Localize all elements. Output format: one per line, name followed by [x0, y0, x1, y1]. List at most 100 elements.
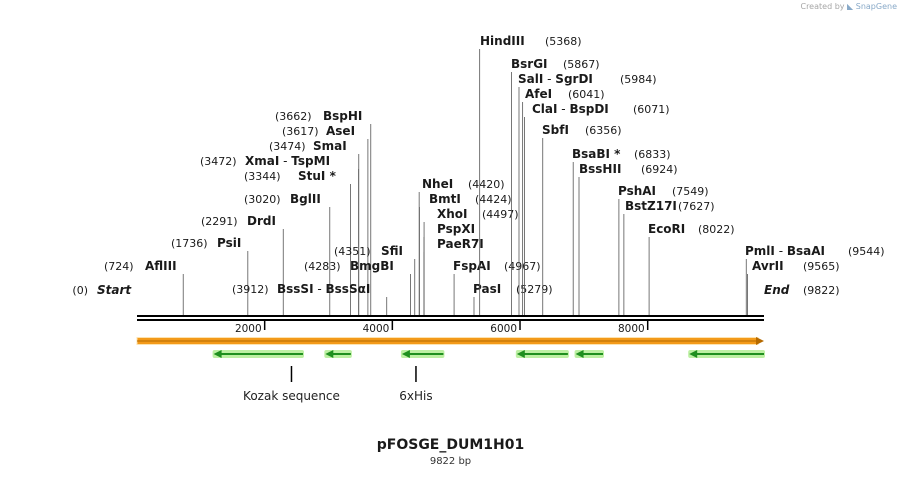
site-pmli: PmlI - BsaAI(9544) — [745, 244, 885, 315]
enzyme-name: BsaAI — [787, 244, 825, 258]
enzyme-name: HindIII — [480, 34, 525, 48]
site-label: EcoRI — [648, 222, 685, 236]
site-separator: - — [279, 154, 291, 168]
scale-tick-label: 8000 — [618, 323, 645, 335]
site-label: PspXI — [437, 222, 475, 236]
site-asei: AseI(3617) — [282, 124, 369, 315]
site-label: PaeR7I — [437, 237, 484, 251]
site-label: BssSI - BssSαI — [277, 282, 370, 296]
site-sfii: SfiI(4351) — [334, 244, 416, 315]
site-position: (6071) — [633, 103, 670, 116]
site-position: (3474) — [269, 140, 306, 153]
site-bsshii: BssHII(6924) — [578, 162, 678, 315]
site-label: BsrGI — [511, 57, 548, 71]
enzyme-name: BmtI — [429, 192, 461, 206]
feature-arrow-head — [575, 350, 584, 358]
site-label: BmgBI — [350, 259, 394, 273]
end-position: (9822) — [803, 284, 840, 297]
site-ecori: EcoRI (8022) — [648, 222, 735, 315]
scale-tick-label: 6000 — [490, 323, 517, 335]
site-sali: SalI - SgrDI (5984) — [518, 72, 657, 315]
feature-arrow-head — [213, 350, 222, 358]
site-position: (5867) — [563, 58, 600, 71]
enzyme-name: SbfI — [542, 123, 569, 137]
feature-arrow-head — [516, 350, 525, 358]
site-bsphi: BspHI (3662) — [275, 109, 372, 315]
site-separator: - — [775, 244, 787, 258]
site-position: (3662) — [275, 110, 312, 123]
start-position: (0) — [72, 284, 88, 297]
site-label: BspHI — [323, 109, 362, 123]
site-afliii: AflIII(724) — [104, 259, 184, 315]
enzyme-name: StuI * — [298, 169, 337, 183]
site-position: (4283) — [304, 260, 341, 273]
site-position: (9565) — [803, 260, 840, 273]
enzyme-name: BssSI — [277, 282, 314, 296]
site-clai: ClaI - BspDI(6071) — [524, 102, 670, 315]
orf-arrowhead — [756, 337, 764, 345]
enzyme-name: SfiI — [381, 244, 403, 258]
site-position: (7549) — [672, 185, 709, 198]
site-label: StuI * — [298, 169, 337, 183]
enzyme-name: BsrGI — [511, 57, 548, 71]
site-position: (4424) — [475, 193, 512, 206]
site-position: (4420) — [468, 178, 505, 191]
site-label: AfeI — [525, 87, 552, 101]
enzyme-name: BssHII — [579, 162, 621, 176]
site-position: (8022) — [698, 223, 735, 236]
enzyme-name: PaeR7I — [437, 237, 484, 251]
enzyme-name: PshAI — [618, 184, 656, 198]
map-length: 9822 bp — [429, 456, 472, 467]
site-label: AseI — [326, 124, 355, 138]
site-label: SfiI — [381, 244, 403, 258]
site-label: XhoI — [437, 207, 468, 221]
enzyme-name: BmgBI — [350, 259, 394, 273]
enzyme-name: ClaI — [532, 102, 557, 116]
site-label: PshAI — [618, 184, 656, 198]
feature-arrow-head — [689, 350, 698, 358]
enzyme-name: AvrII — [752, 259, 784, 273]
enzyme-name: SmaI — [313, 139, 347, 153]
site-label: BssHII — [579, 162, 621, 176]
enzyme-name: BsaBI * — [572, 147, 621, 161]
site-position: (3472) — [200, 155, 237, 168]
site-label: NheI — [422, 177, 453, 191]
enzyme-name: PmlI — [745, 244, 775, 258]
enzyme-name: TspMI — [291, 154, 330, 168]
enzyme-name: BglII — [290, 192, 321, 206]
site-label: FspAI — [453, 259, 491, 273]
enzyme-name: BstZ17I — [625, 199, 677, 213]
site-position: (6356) — [585, 124, 622, 137]
site-bsrgi: BsrGI (5867) — [511, 57, 600, 315]
credit-prefix: Created by — [800, 2, 845, 11]
site-paer7i: PaeR7I — [423, 237, 484, 315]
site-position: (5368) — [545, 35, 582, 48]
site-label: BsaBI * — [572, 147, 621, 161]
scale-tick-label: 2000 — [235, 323, 262, 335]
site-position: (5984) — [620, 73, 657, 86]
site-stui: StuI *(3344) — [244, 169, 351, 315]
end-label: End — [764, 283, 790, 297]
created-by-credit: Created by ◣ SnapGene — [800, 2, 897, 11]
site-label: AflIII — [145, 259, 177, 273]
enzyme-name: XhoI — [437, 207, 468, 221]
site-label: PmlI - BsaAI — [745, 244, 825, 258]
site-label: BmtI — [429, 192, 461, 206]
enzyme-name: EcoRI — [648, 222, 685, 236]
feature-label: 6xHis — [399, 389, 432, 403]
site-label: SalI - SgrDI — [518, 72, 593, 86]
site-afei: AfeI(6041) — [522, 87, 605, 315]
site-bmti: BmtI (4424) — [419, 192, 512, 315]
site-position: (5279) — [516, 283, 553, 296]
site-position: (1736) — [171, 237, 208, 250]
enzyme-name: PsiI — [217, 236, 241, 250]
enzyme-name: FspAI — [453, 259, 491, 273]
enzyme-name: DrdI — [247, 214, 276, 228]
site-bsabi: BsaBI *(6833) — [572, 147, 671, 315]
restriction-sites: AflIII(724)PsiI(1736)DrdI(2291)BglII(302… — [104, 34, 885, 315]
site-label: HindIII — [480, 34, 525, 48]
site-avrii: AvrII (9565) — [747, 259, 840, 315]
enzyme-name: AfeI — [525, 87, 552, 101]
site-bsssi: BssSI - BssSαI(3912) — [232, 282, 388, 315]
